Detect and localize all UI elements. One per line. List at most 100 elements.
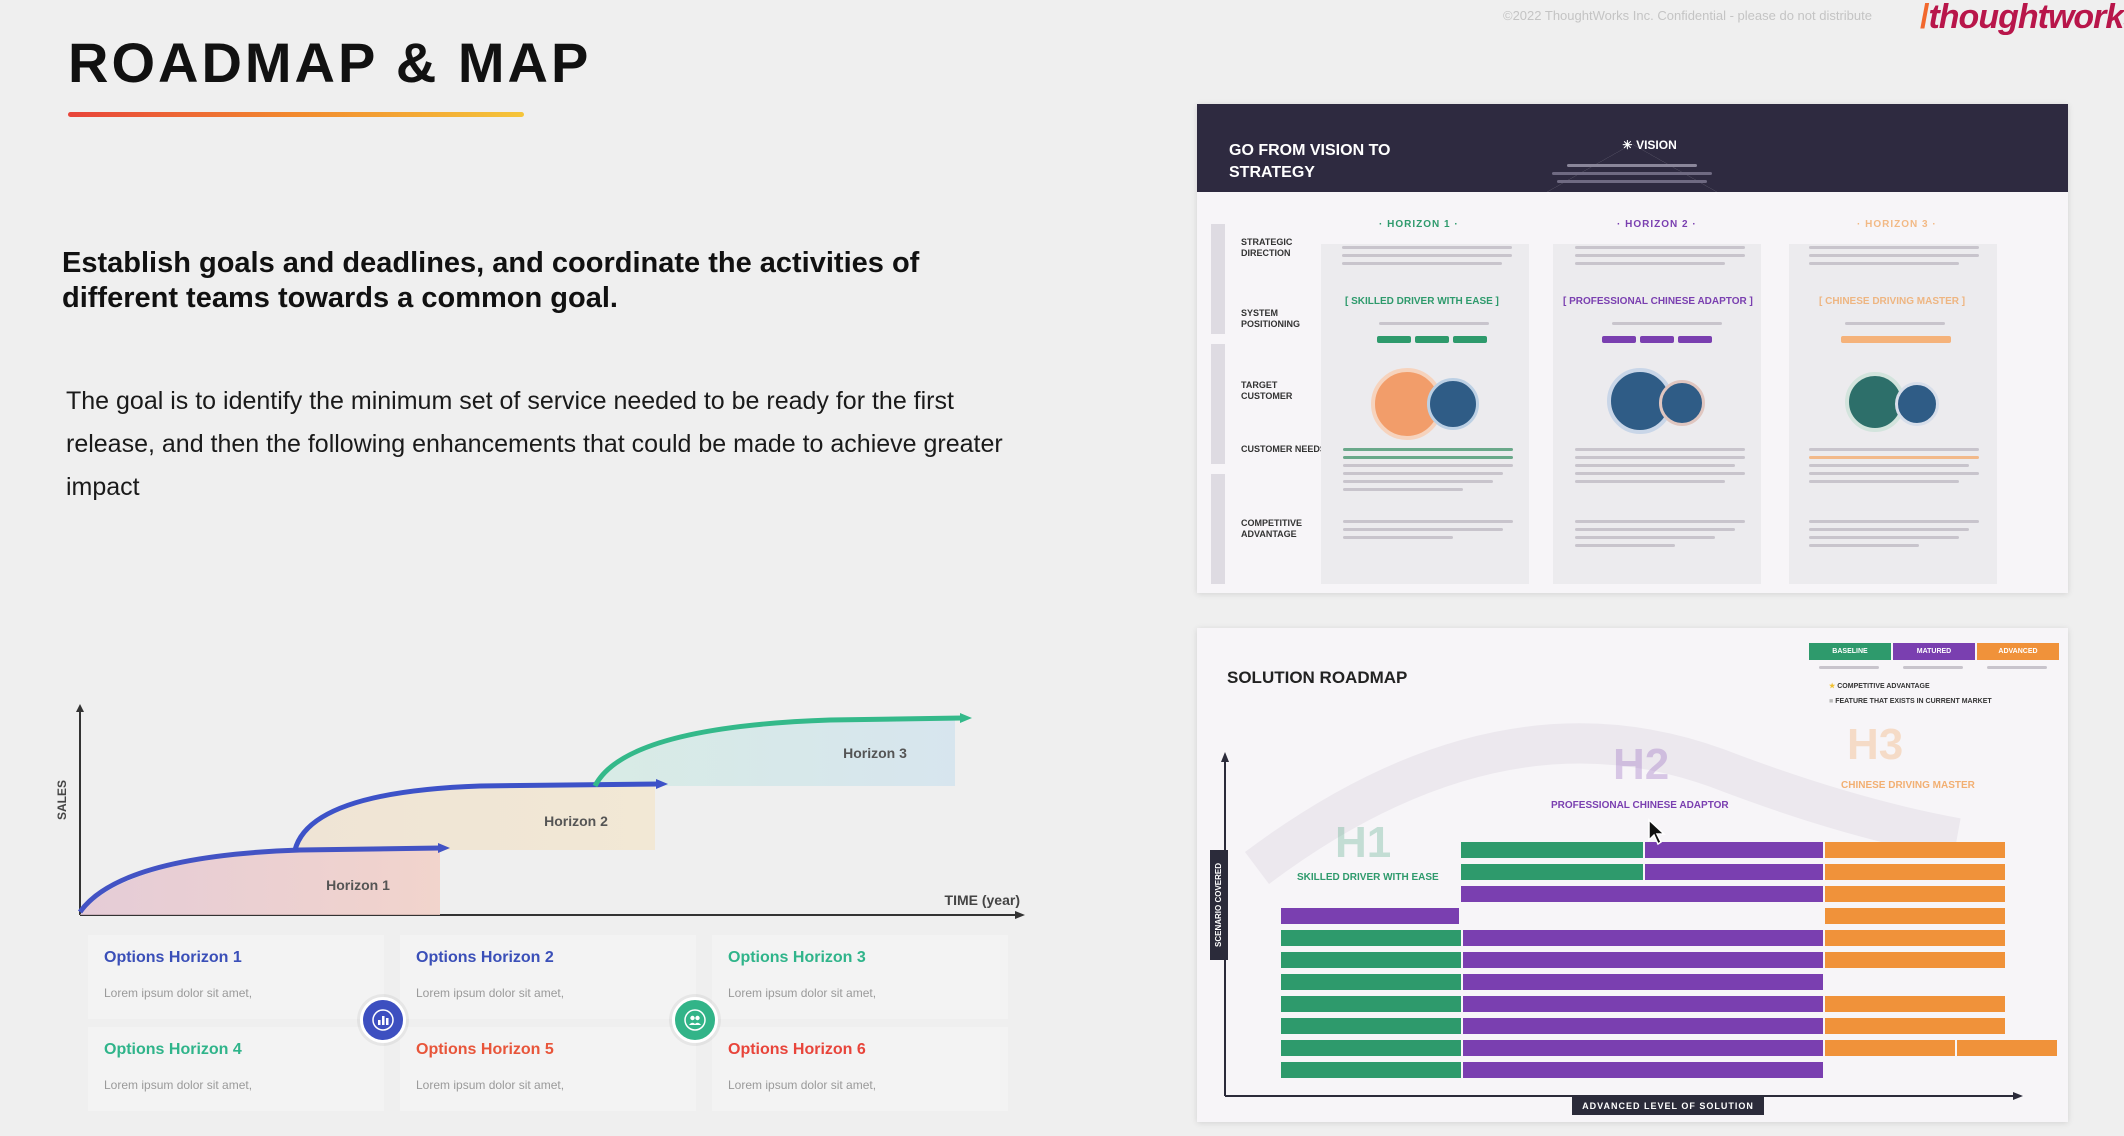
option-label: Options Horizon 3 [728, 949, 866, 966]
row-label: TARGET CUSTOMER [1241, 380, 1293, 401]
vision-strategy-card: GO FROM VISION TO STRATEGY ☀ VISION STRA… [1197, 104, 2068, 593]
roadmap-bar [1281, 1062, 1461, 1078]
roadmap-bar [1645, 864, 1823, 880]
roadmap-bar [1825, 864, 2005, 880]
roadmap-bar [1463, 996, 1823, 1012]
option-text: Lorem ipsum dolor sit amet, [728, 986, 877, 1000]
roadmap-bar [1463, 974, 1823, 990]
row-label: CUSTOMER NEEDS [1241, 444, 1326, 454]
option-text: Lorem ipsum dolor sit amet, [104, 1078, 253, 1092]
roadmap-title: SOLUTION ROADMAP [1227, 668, 1408, 687]
horizon-3-label: Horizon 3 [843, 745, 907, 761]
body-text: The goal is to identify the minimum set … [66, 387, 1003, 501]
x-axis-label: ADVANCED LEVEL OF SOLUTION [1572, 1097, 1764, 1115]
y-axis-arrow [76, 704, 84, 712]
page-title: ROADMAP & MAP [68, 31, 592, 94]
horizon-1-area [80, 848, 440, 915]
legend-advanced: ADVANCED [1977, 643, 2059, 660]
option-label: Options Horizon 4 [104, 1041, 242, 1058]
roadmap-bar [1957, 1040, 2057, 1056]
logo-slash-icon: / [1920, 0, 1930, 36]
option-label: Options Horizon 5 [416, 1041, 554, 1058]
roadmap-bar [1825, 842, 2005, 858]
copyright-notice: ©2022 ThoughtWorks Inc. Confidential - p… [1503, 8, 1872, 23]
roadmap-bar [1281, 1040, 1461, 1056]
legend-note: ★ COMPETITIVE ADVANTAGE [1829, 683, 1930, 690]
option-card: Options Horizon 5 Lorem ipsum dolor sit … [400, 1027, 696, 1111]
horizon-2-area [295, 784, 655, 850]
roadmap-bar [1825, 886, 2005, 902]
option-label: Options Horizon 2 [416, 949, 554, 966]
customer-circle [1427, 378, 1479, 430]
vision-label: ☀ VISION [1622, 138, 1677, 152]
bar-chart-icon [360, 997, 406, 1043]
roadmap-bar [1281, 974, 1461, 990]
star-icon: ★ [1829, 683, 1838, 690]
positioning-label: [ SKILLED DRIVER WITH EASE ] [1345, 296, 1499, 307]
horizon-3-arrow [960, 713, 972, 723]
roadmap-bar [1281, 930, 1461, 946]
horizon-chart: SALES TIME (year) Horizon 1 Horizon 2 Ho… [55, 704, 1025, 919]
x-axis-arrow [1015, 911, 1025, 919]
roadmap-bar [1825, 930, 2005, 946]
roadmap-bar [1825, 952, 2005, 968]
roadmap-bar [1825, 1040, 1955, 1056]
brand-name: thoughtworks [1928, 0, 2124, 36]
horizon-3-curve [592, 715, 963, 788]
roadmap-bar [1825, 908, 2005, 924]
roadmap-bar [1463, 1062, 1823, 1078]
brand-logo: /thoughtworks [1920, 0, 2124, 37]
horizon-heading: · HORIZON 2 · [1617, 219, 1697, 230]
roadmap-bar [1463, 952, 1823, 968]
y-axis-label: SALES [55, 780, 69, 820]
row-label: COMPETITIVE ADVANTAGE [1241, 518, 1303, 539]
option-text: Lorem ipsum dolor sit amet, [104, 986, 253, 1000]
horizon-heading: · HORIZON 3 · [1857, 219, 1937, 230]
legend-note: ■ FEATURE THAT EXISTS IN CURRENT MARKET [1829, 698, 1992, 705]
roadmap-bar [1645, 842, 1823, 858]
roadmap-bar [1825, 1018, 2005, 1034]
square-icon: ■ [1829, 698, 1836, 705]
roadmap-bar [1463, 930, 1823, 946]
horizon-1-curve [77, 845, 441, 914]
roadmap-bar [1463, 1040, 1823, 1056]
option-card: Options Horizon 6 Lorem ipsum dolor sit … [712, 1027, 1008, 1111]
legend-baseline: BASELINE [1809, 643, 1891, 660]
y-axis-label: SCENARIO COVERED [1210, 850, 1228, 960]
roadmap-bar [1461, 886, 1823, 902]
positioning-label: [ PROFESSIONAL CHINESE ADAPTOR ] [1563, 296, 1753, 307]
mouse-cursor-icon [1648, 818, 1666, 846]
roadmap-bar [1461, 864, 1643, 880]
vision-card-title: GO FROM VISION TO STRATEGY [1229, 142, 1391, 181]
option-card: Options Horizon 1 Lorem ipsum dolor sit … [88, 935, 384, 1019]
title-underline [68, 112, 524, 117]
option-label: Options Horizon 1 [104, 949, 242, 966]
horizon-2-arrow [656, 779, 668, 789]
option-text: Lorem ipsum dolor sit amet, [416, 986, 565, 1000]
h3-marker: H3 [1847, 720, 1904, 769]
people-icon [672, 997, 718, 1043]
legend-matured: MATURED [1893, 643, 1975, 660]
positioning-label: [ CHINESE DRIVING MASTER ] [1819, 296, 1966, 307]
roadmap-bar [1461, 842, 1643, 858]
option-card: Options Horizon 3 Lorem ipsum dolor sit … [712, 935, 1008, 1019]
roadmap-bar [1825, 996, 2005, 1012]
horizon-2-label: Horizon 2 [544, 813, 608, 829]
roadmap-bar [1281, 996, 1461, 1012]
customer-circle [1895, 382, 1939, 426]
option-card: Options Horizon 4 Lorem ipsum dolor sit … [88, 1027, 384, 1111]
h2-marker: H2 [1613, 740, 1670, 789]
h1-marker: H1 [1335, 818, 1392, 867]
option-text: Lorem ipsum dolor sit amet, [416, 1078, 565, 1092]
customer-circle [1659, 380, 1705, 426]
horizon-1-label: Horizon 1 [326, 877, 390, 893]
options-grid: Options Horizon 1 Lorem ipsum dolor sit … [88, 935, 1008, 1115]
option-label: Options Horizon 6 [728, 1041, 866, 1058]
headline: Establish goals and deadlines, and coord… [62, 247, 920, 314]
h3-label: CHINESE DRIVING MASTER [1841, 780, 1975, 791]
roadmap-bar [1281, 1018, 1461, 1034]
horizon-1-arrow [438, 843, 450, 853]
row-label: STRATEGIC DIRECTION [1241, 237, 1293, 258]
roadmap-bar [1281, 952, 1461, 968]
horizon-2-curve [292, 781, 659, 851]
